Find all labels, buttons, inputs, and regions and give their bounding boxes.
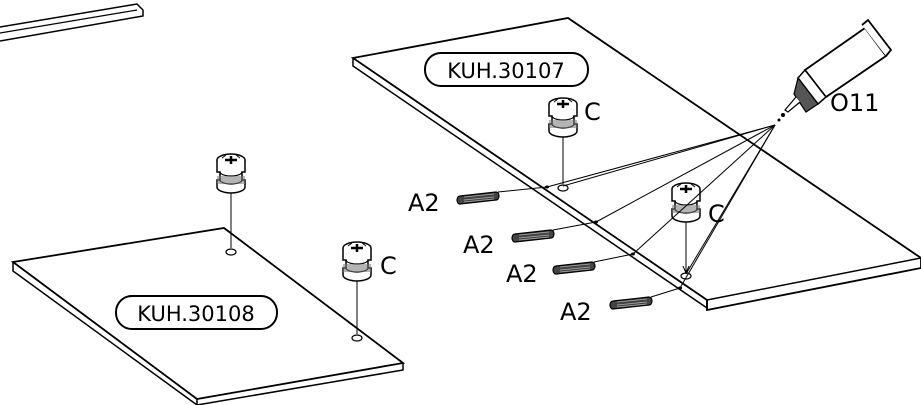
panel-code-label-top: KUH.30107: [424, 52, 589, 87]
panel-code-text-bottom: KUH.30108: [137, 302, 254, 326]
dowel-3: [552, 253, 634, 275]
cam-lock-label-3: C: [380, 252, 397, 280]
cam-lock-label-2: C: [708, 200, 725, 228]
dowel-label-2: A2: [463, 231, 495, 259]
glue-label: O11: [830, 89, 879, 117]
cam-lock-1: [547, 96, 579, 184]
cam-lock-3: [215, 152, 247, 248]
cam-lock-label-1: C: [584, 98, 601, 126]
dowel-label-1: A2: [408, 189, 440, 217]
glue-tube-icon: [777, 18, 893, 122]
dowel-1: [456, 186, 548, 205]
panel-fragment-top-left: [0, 3, 144, 42]
panel-top-right: [350, 17, 921, 312]
dowel-label-4: A2: [560, 298, 592, 326]
cam-lock-4: [341, 240, 373, 334]
dowel-4: [609, 287, 681, 310]
glue-application-lines: [546, 124, 776, 289]
dowel-label-3: A2: [506, 260, 538, 288]
cam-lock-2: [670, 181, 702, 275]
dowel-2: [511, 221, 597, 243]
panel-code-text-top: KUH.30107: [447, 59, 564, 83]
panel-code-label-bottom: KUH.30108: [115, 295, 278, 330]
